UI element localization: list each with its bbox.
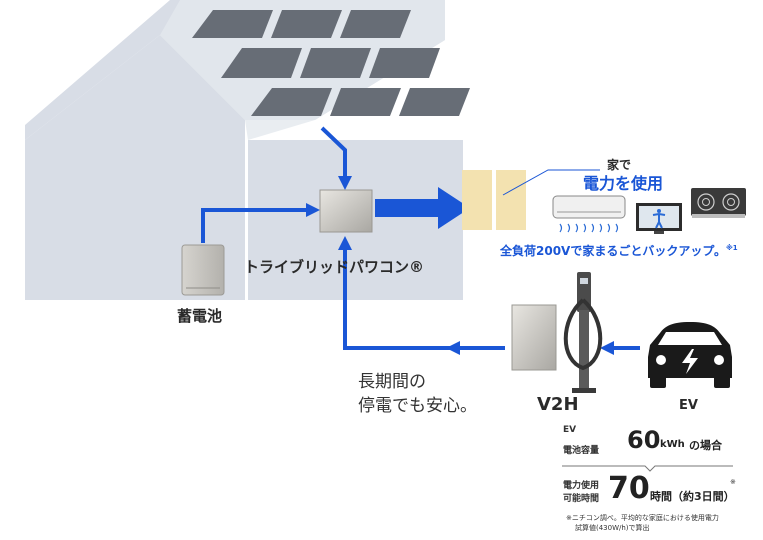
powercon-label: トライブリッドパワコン®	[244, 258, 425, 276]
capacity-suffix: の場合	[689, 439, 722, 452]
solar-panel-cell	[340, 10, 411, 38]
arrow-head	[438, 187, 470, 229]
callout-line	[502, 169, 600, 196]
ev-car-icon	[648, 322, 732, 388]
backup-label: 全負荷200Vで家まるごとバックアップ。※1	[500, 242, 738, 259]
arrow-battery-to-powercon	[201, 208, 308, 243]
solar-panel-cell	[192, 10, 273, 38]
v2h-charger-icon	[511, 272, 603, 393]
v2h-label: V2H	[537, 394, 579, 415]
arrow-head	[306, 203, 320, 217]
arrow-solar-to-powercon	[320, 126, 347, 178]
outage-line-2: 停電でも安心。	[358, 396, 477, 416]
usage-note-mark: ※	[730, 478, 736, 486]
solar-panel-cell	[271, 10, 342, 38]
arrow-head	[446, 341, 460, 355]
solar-panel-icon	[192, 10, 470, 116]
ih-cooktop-icon	[691, 188, 746, 218]
footnote-1: ※ニチコン調べ。平均的な家庭における使用電力	[566, 514, 719, 522]
solar-panel-cell	[300, 48, 371, 78]
capacity-unit: kWh	[660, 439, 685, 450]
arrow-powercon-to-home	[375, 199, 440, 217]
outage-line-1: 長期間の	[358, 372, 426, 392]
capacity-label: 電池容量	[563, 446, 600, 456]
storage-battery-icon	[181, 244, 225, 296]
usage-label-2: 可能時間	[563, 494, 600, 504]
home-use-big-label: 電力を使用	[583, 174, 664, 193]
backup-note: ※1	[725, 244, 738, 252]
solar-panel-cell	[369, 48, 440, 78]
backup-text: 全負荷200Vで家まるごとバックアップ。	[500, 244, 726, 258]
house-silhouette	[25, 0, 463, 300]
solar-panel-cell	[399, 88, 470, 116]
home-use-small-label: 家で	[607, 158, 632, 172]
solar-panel-cell	[330, 88, 401, 116]
house-left-wall	[25, 35, 245, 300]
arrow-head	[338, 176, 352, 190]
distribution-board-icon	[462, 170, 526, 230]
usage-label-1: 電力使用	[563, 481, 600, 491]
info-divider	[562, 465, 733, 472]
battery-label: 蓄電池	[177, 307, 223, 325]
usage-value: 70	[608, 471, 650, 506]
tv-icon	[636, 203, 682, 234]
outage-message: 長期間の 停電でも安心。	[358, 370, 477, 418]
solar-panel-cell	[221, 48, 302, 78]
usage-unit: 時間（約3日間）	[650, 490, 735, 503]
arrow-head	[338, 236, 352, 250]
ev-info-ev-label: EV	[563, 425, 577, 435]
arrow-head	[600, 341, 614, 355]
air-conditioner-icon	[552, 195, 626, 233]
flow-arrows	[201, 126, 640, 355]
solar-panel-cell	[251, 88, 332, 116]
footnote-2: 試算値(430W/h)で算出	[575, 524, 650, 532]
power-conditioner-icon	[319, 189, 373, 233]
ev-label: EV	[679, 398, 698, 413]
capacity-value: 60	[627, 426, 661, 454]
